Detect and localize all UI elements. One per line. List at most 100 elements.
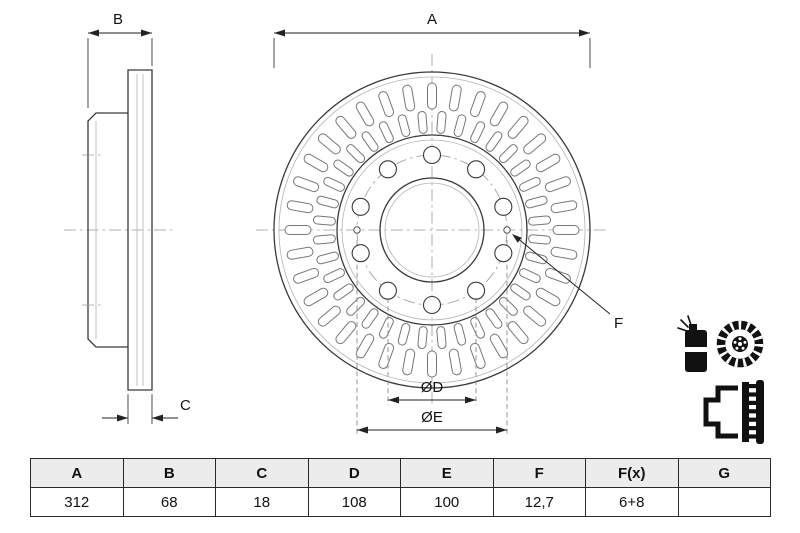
- icon-bolt-dot: [735, 346, 739, 350]
- bolt-hole-group: [351, 145, 513, 315]
- vent-slot: [346, 144, 366, 164]
- vent-slot: [378, 342, 395, 369]
- vent-slot: [317, 305, 341, 327]
- vent-slot: [544, 267, 571, 284]
- dim-b-label: B: [113, 11, 123, 28]
- vent-slot: [436, 110, 447, 134]
- vented-disc-section-icon: [703, 380, 764, 444]
- vent-slot: [397, 323, 411, 346]
- vent-slot: [323, 176, 345, 192]
- table-header-cell: E: [400, 458, 494, 488]
- vent-slot: [507, 115, 529, 139]
- vent-slot: [528, 215, 552, 226]
- vent-slot: [489, 101, 509, 127]
- dim-a-arrow-right: [579, 29, 590, 37]
- bolt-hole: [378, 281, 397, 300]
- icon-bolt-dot: [733, 340, 737, 344]
- table-header-cell: F(x): [585, 458, 679, 488]
- disc-hub-bolt-dots: [733, 337, 747, 350]
- vent-slot: [436, 326, 447, 350]
- dim-c-arrow-left: [117, 414, 128, 422]
- locating-hole: [503, 226, 511, 234]
- outer-edge-circle: [278, 76, 586, 384]
- vent-slot: [335, 115, 357, 139]
- vent-slot: [448, 84, 462, 112]
- bolt-hole: [351, 197, 370, 216]
- vent-slot: [510, 159, 531, 177]
- bolt-hole: [467, 281, 486, 300]
- section-vent-rib: [749, 409, 756, 414]
- vent-slot: [303, 153, 329, 173]
- vent-slot: [355, 101, 375, 127]
- locating-hole: [353, 226, 361, 234]
- vent-slot: [402, 348, 416, 376]
- vent-slot: [535, 287, 561, 307]
- vent-slot: [355, 333, 375, 359]
- vent-slot: [525, 195, 548, 209]
- bolt-hole: [494, 197, 513, 216]
- bolt-hole: [494, 244, 513, 263]
- vent-slot: [485, 308, 503, 329]
- vent-slot: [346, 296, 366, 316]
- disc-ring-slots: [716, 320, 764, 368]
- vent-slot: [498, 144, 518, 164]
- paint-spray-can-icon: [677, 315, 707, 372]
- section-vent-rib: [749, 384, 756, 389]
- vent-slot: [333, 159, 354, 177]
- table-header-cell: G: [677, 458, 771, 488]
- vent-slot: [323, 268, 345, 284]
- vent-slot: [417, 110, 428, 134]
- vent-slot: [286, 200, 314, 214]
- table-value-cell: 12,7: [492, 487, 586, 517]
- icons: [677, 315, 764, 444]
- bolt-hole: [422, 295, 442, 315]
- vent-slot: [448, 348, 462, 376]
- spray-can-band: [685, 347, 707, 352]
- dim-f-label: F: [614, 315, 623, 332]
- table-value-cell: 68: [122, 487, 216, 517]
- vent-slot: [489, 333, 509, 359]
- table-header-cell: F: [492, 458, 586, 488]
- dimension-table: A B C D E F F(x) G 312 68 18 108 100 12,…: [30, 458, 771, 517]
- side-view: [64, 69, 174, 391]
- vent-slot: [361, 131, 379, 152]
- vent-slot: [528, 234, 552, 245]
- dimensions: A B C ØD ØE: [87, 11, 623, 434]
- dim-a-arrow-left: [274, 29, 285, 37]
- section-vent-rib: [749, 417, 756, 422]
- dim-e-arrow-left: [357, 426, 368, 434]
- vent-slot: [427, 82, 437, 110]
- vent-slot: [378, 317, 394, 339]
- vent-slot: [469, 91, 486, 118]
- vent-slot: [498, 296, 518, 316]
- vent-slot: [453, 114, 467, 137]
- table-value-cell: [677, 487, 771, 517]
- vent-slot: [293, 267, 320, 284]
- dim-d-arrow-right: [465, 396, 476, 404]
- vent-slot: [523, 133, 547, 155]
- table-value-cell: 100: [400, 487, 494, 517]
- vent-slot: [303, 287, 329, 307]
- vent-slot: [316, 251, 339, 265]
- vent-slot: [378, 121, 394, 143]
- vent-slot: [550, 246, 578, 260]
- vent-slot: [552, 225, 580, 235]
- brake-disc-technical-drawing: A B C ØD ØE: [64, 11, 764, 444]
- section-hub-profile: [703, 385, 738, 439]
- table-value-cell: 108: [307, 487, 401, 517]
- dim-e-label: ØE: [421, 409, 443, 426]
- vent-slot: [361, 308, 379, 329]
- section-inner-plate: [742, 382, 749, 442]
- table-header-row: A B C D E F F(x) G: [30, 458, 771, 488]
- spray-line: [687, 315, 692, 326]
- section-vent-ribs: [749, 384, 756, 439]
- dim-d-arrow-left: [388, 396, 399, 404]
- section-outer-plate: [756, 380, 764, 444]
- vent-slot: [316, 195, 339, 209]
- coated-disc-front-icon: [716, 320, 764, 368]
- vent-slot: [286, 246, 314, 260]
- front-view: [256, 54, 608, 435]
- vent-slot: [510, 283, 531, 301]
- section-vent-rib: [749, 392, 756, 397]
- bolt-hole: [351, 244, 370, 263]
